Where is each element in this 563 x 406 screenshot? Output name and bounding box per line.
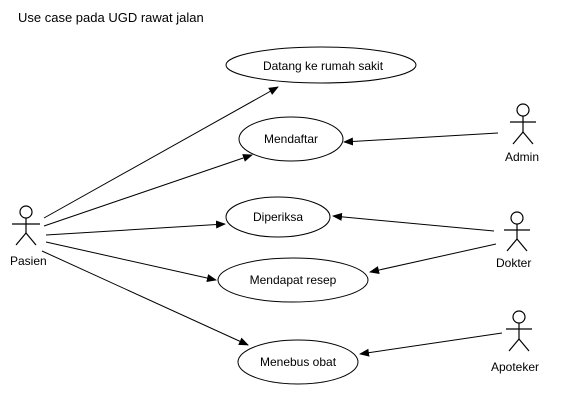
arrow-pasien-obat [41, 250, 249, 346]
stick-figure-icon [510, 103, 536, 145]
stick-figure-icon [506, 310, 532, 352]
arrow-dokter-diperiksa [332, 212, 495, 232]
actor-dokter-label: Dokter [496, 256, 531, 270]
diagram-title: Use case pada UGD rawat jalan [18, 10, 204, 25]
arrow-admin-mendaftar [343, 132, 499, 146]
arrow-pasien-datang [43, 86, 279, 219]
use-case-datang-label: Datang ke rumah sakit [263, 59, 384, 73]
actor-admin [510, 103, 536, 145]
actor-pasien-label: Pasien [10, 254, 47, 268]
actor-dokter [504, 211, 530, 252]
actor-apoteker-label: Apoteker [491, 360, 539, 374]
stick-figure-icon [504, 211, 530, 252]
associations [41, 86, 503, 357]
use-case-resep: Mendapat resep [217, 257, 369, 303]
use-case-diperiksa: Diperiksa [225, 196, 331, 238]
arrow-apoteker-obat [359, 332, 503, 357]
arrow-pasien-resep [45, 241, 217, 282]
actor-apoteker [506, 310, 532, 352]
arrow-dokter-resep [369, 243, 497, 274]
use-case-obat: Menebus obat [237, 339, 359, 385]
use-case-resep-label: Mendapat resep [250, 273, 337, 287]
actor-pasien [12, 205, 40, 246]
use-case-mendaftar: Mendaftar [238, 116, 344, 162]
stick-figure-icon [12, 205, 40, 246]
arrow-pasien-diperiksa [45, 220, 226, 236]
arrow-pasien-mendaftar [43, 154, 253, 227]
use-case-datang: Datang ke rumah sakit [225, 46, 417, 84]
use-case-diperiksa-label: Diperiksa [253, 210, 303, 224]
use-case-mendaftar-label: Mendaftar [264, 132, 318, 146]
actor-admin-label: Admin [505, 150, 539, 164]
use-case-obat-label: Menebus obat [260, 355, 337, 369]
